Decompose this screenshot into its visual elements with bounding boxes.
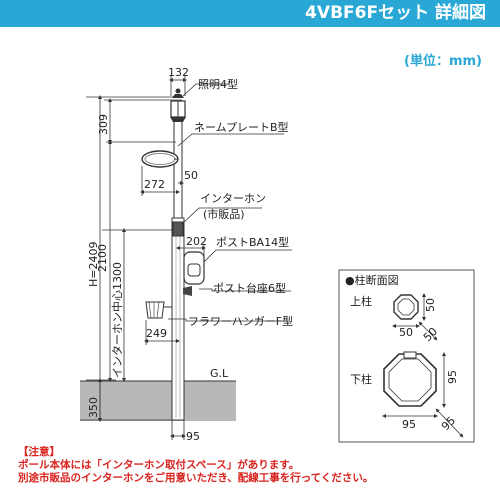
vertical-dimensions xyxy=(98,95,176,422)
lower-dim-a: 95 xyxy=(446,370,459,384)
label-lighting: 照明4型 xyxy=(198,77,238,91)
dim-interphone-center: インターホン中心1300 xyxy=(111,262,124,378)
notes-block: 【注意】 ポール本体には「インターホン取付スペース」があります。 別途市販品のイ… xyxy=(18,446,373,485)
lighting-fixture xyxy=(170,88,186,122)
label-interphone-note: (市販品) xyxy=(203,207,245,221)
label-post: ポストBA14型 xyxy=(216,235,289,249)
label-flower-hanger: フラワーハンガーF型 xyxy=(188,314,293,328)
flower-hanger xyxy=(145,301,172,319)
label-interphone: インターホン xyxy=(200,192,266,205)
section-title: ●柱断面図 xyxy=(345,273,399,287)
dim-above-ground: 2100 xyxy=(96,244,109,272)
dim-lamp-height: 309 xyxy=(97,114,110,135)
upper-section xyxy=(392,293,438,341)
notes-heading: 【注意】 xyxy=(18,446,60,458)
nameplate xyxy=(141,150,179,168)
dim-hanger-width: 249 xyxy=(146,327,167,340)
leader-lines xyxy=(168,83,292,322)
notes-line-1: ポール本体には「インターホン取付スペース」があります。 xyxy=(18,459,300,471)
ground-area xyxy=(80,381,236,421)
lower-section xyxy=(382,351,464,438)
post-box xyxy=(183,251,205,296)
dim-pole-width: 95 xyxy=(186,430,200,443)
dim-post-width: 202 xyxy=(186,235,207,248)
label-post-base: ポスト台座6型 xyxy=(213,281,286,295)
label-nameplate: ネームプレートB型 xyxy=(194,120,289,134)
upper-dim-b: 50 xyxy=(399,326,413,339)
upper-dim-a: 50 xyxy=(424,298,437,312)
section-lower-label: 下柱 xyxy=(350,372,372,386)
dim-nameplate-width: 272 xyxy=(144,178,165,191)
page-title: 4VBF6Fセット 詳細図 xyxy=(305,3,486,23)
interphone-space xyxy=(172,221,184,237)
dim-lamp-width: 132 xyxy=(168,66,189,79)
ground-label: G.L xyxy=(210,367,229,380)
dim-total-height: H=2409 xyxy=(87,242,100,287)
header-bar: 4VBF6Fセット 詳細図 xyxy=(0,0,500,27)
dim-buried: 350 xyxy=(87,397,100,418)
dim-nameplate-offset: 50 xyxy=(184,169,198,182)
notes-line-2: 別途市販品のインターホンをご用意いただき、配線工事を行ってください。 xyxy=(18,472,374,484)
lower-dim-b: 95 xyxy=(402,418,416,431)
pole xyxy=(171,119,185,421)
section-upper-label: 上柱 xyxy=(350,294,372,308)
unit-label: (単位：mm) xyxy=(404,54,482,69)
